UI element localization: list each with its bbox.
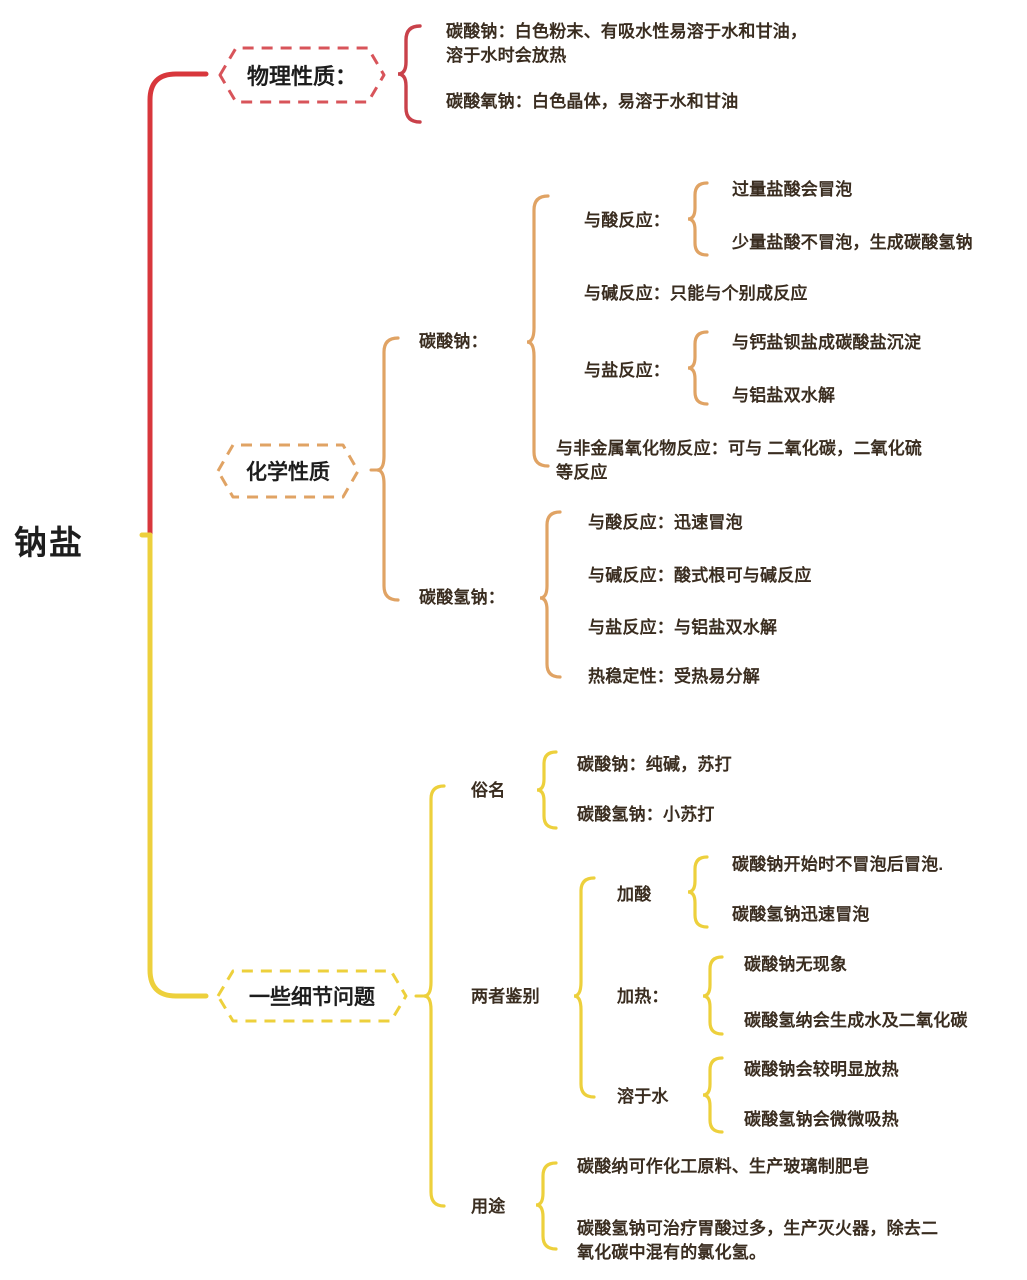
bicarb-item-thermal: 热稳定性：受热易分解: [588, 667, 760, 686]
physical-item-1: 碳酸钠：白色粉末、有吸水性易溶于水和甘油， 溶于水时会放热: [446, 20, 807, 68]
common-name-2: 碳酸氢钠：小苏打: [577, 805, 715, 824]
chem-item-acid-child-1: 过量盐酸会冒泡: [732, 180, 853, 199]
chem-item-base: 与碱反应：只能与个别成反应: [584, 284, 808, 303]
brace-sodium-bicarbonate-items: [539, 510, 562, 679]
details-group-label-common-names: 俗名: [471, 781, 506, 800]
branch-node-chemical[interactable]: 化学性质: [206, 440, 370, 502]
ident-add-acid-child-2: 碳酸氢钠迅速冒泡: [732, 905, 870, 924]
chem-group-label-bicarbonate: 碳酸氢钠：: [419, 588, 505, 607]
brace-dissolve-in-water: [702, 1056, 724, 1134]
ident-add-acid-child-1: 碳酸钠开始时不冒泡后冒泡.: [732, 855, 944, 874]
chem-item-acid-label: 与酸反应：: [584, 211, 670, 230]
physical-item-1-line-2: 溶于水时会放热: [446, 46, 567, 66]
brace-sodium-carbonate-items: [526, 194, 550, 468]
brace-uses: [535, 1161, 558, 1251]
uses-item-2-line-1: 碳酸氢钠可治疗胃酸过多，生产灭火器，除去二: [577, 1219, 939, 1238]
common-name-1: 碳酸钠：纯碱，苏打: [577, 755, 732, 774]
trunk-red: [147, 71, 209, 538]
branch-node-details[interactable]: 一些细节问题: [206, 966, 418, 1026]
trunk-yellow: [147, 532, 209, 999]
ident-dissolve-child-2: 碳酸氢钠会微微吸热: [744, 1110, 899, 1129]
branch-label-physical: 物理性质：: [246, 64, 357, 89]
ident-add-acid-label: 加酸: [617, 885, 652, 904]
brace-add-acid: [687, 855, 709, 929]
branch-label-chemical: 化学性质: [246, 461, 330, 484]
uses-item-2-line-2: 氧化碳中混有的氯化氢。: [577, 1243, 767, 1263]
uses-item-1: 碳酸纳可作化工原料、生产玻璃制肥皂: [577, 1157, 870, 1176]
chem-item-salt-child-2: 与铝盐双水解: [732, 386, 836, 405]
physical-item-1-line-1: 碳酸钠：白色粉末、有吸水性易溶于水和甘油，: [446, 22, 808, 41]
bicarb-item-acid: 与酸反应：迅速冒泡: [588, 513, 743, 532]
ident-dissolve-label: 溶于水: [617, 1087, 669, 1106]
branch-node-physical[interactable]: 物理性质：: [206, 42, 398, 108]
brace-chemical-groups: [376, 336, 400, 602]
uses-item-2: 碳酸氢钠可治疗胃酸过多，生产灭火器，除去二 氧化碳中混有的氯化氢。: [577, 1217, 938, 1265]
hexagon-outline-details: [216, 969, 408, 1023]
bicarb-item-base: 与碱反应：酸式根可与碱反应: [588, 566, 812, 585]
brace-details-groups: [423, 784, 446, 1208]
details-group-label-identification: 两者鉴别: [471, 987, 540, 1006]
ident-dissolve-child-1: 碳酸钠会较明显放热: [744, 1060, 899, 1079]
details-group-label-uses: 用途: [471, 1197, 506, 1216]
hexagon-outline-physical: [218, 46, 386, 104]
hexagon-outline-chemical: [216, 443, 360, 499]
chem-item-nonmetal-oxide-line-2: 等反应: [556, 463, 608, 483]
branch-label-details: 一些细节问题: [249, 986, 375, 1009]
physical-item-2-line-1: 碳酸氧钠：白色晶体，易溶于水和甘油: [446, 92, 739, 111]
ident-heating-child-1: 碳酸钠无现象: [744, 955, 848, 974]
brace-acid-reaction: [687, 181, 709, 257]
ident-heating-label: 加热：: [617, 987, 669, 1006]
brace-common-names: [536, 750, 558, 830]
chem-item-acid-child-2: 少量盐酸不冒泡，生成碳酸氢钠: [732, 233, 973, 252]
chem-item-salt-child-1: 与钙盐钡盐成碳酸盐沉淀: [732, 333, 922, 352]
chem-item-nonmetal-oxide-line-1: 与非金属氧化物反应：可与 二氧化碳，二氧化硫: [556, 439, 923, 458]
brace-physical: [397, 24, 422, 124]
root-node-label[interactable]: 钠盐: [14, 524, 84, 561]
chem-item-nonmetal-oxide: 与非金属氧化物反应：可与 二氧化碳，二氧化硫 等反应: [556, 437, 922, 485]
bicarb-item-salt: 与盐反应：与铝盐双水解: [588, 618, 778, 637]
brace-identification-items: [573, 876, 596, 1099]
brace-salt-reaction: [687, 330, 709, 406]
brace-heating: [702, 955, 724, 1036]
chem-group-label-carbonate: 碳酸钠：: [419, 332, 488, 351]
chem-item-salt-label: 与盐反应：: [584, 361, 670, 380]
ident-heating-child-2: 碳酸氢纳会生成水及二氧化碳: [744, 1011, 968, 1030]
physical-item-2: 碳酸氧钠：白色晶体，易溶于水和甘油: [446, 90, 738, 114]
